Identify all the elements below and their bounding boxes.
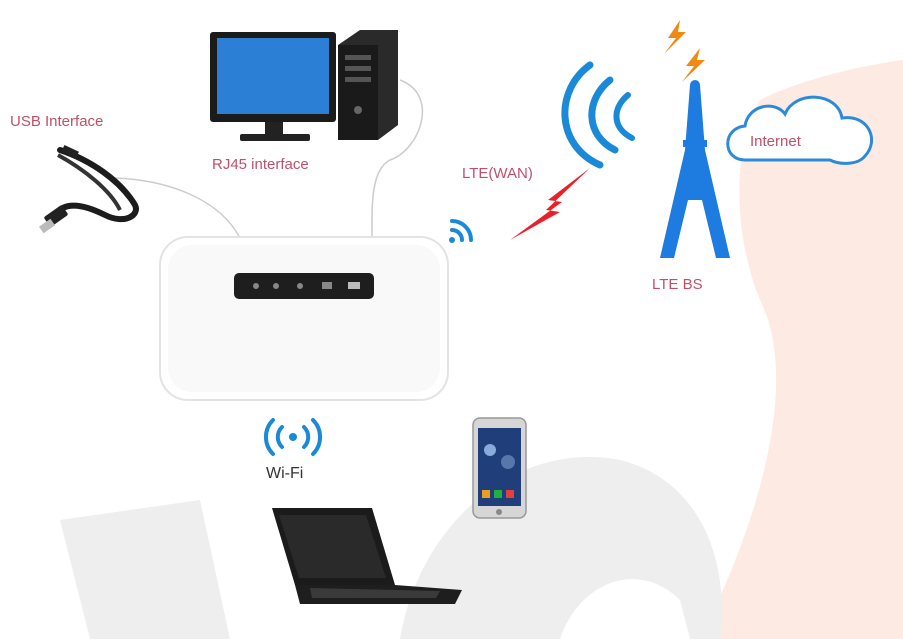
- smartphone-icon: [472, 417, 527, 519]
- cloud-icon: [726, 95, 873, 165]
- laptop-icon: [272, 508, 462, 604]
- lte-wan-label: LTE(WAN): [462, 165, 533, 182]
- signal-waves-icon: [561, 61, 635, 169]
- usb-interface-label: USB Interface: [10, 113, 104, 130]
- connection-lines: [114, 79, 424, 239]
- lte-bs-label: LTE BS: [652, 276, 703, 293]
- internet-label: Internet: [750, 133, 801, 150]
- cell-tower-icon: [660, 20, 730, 258]
- desktop-computer-icon: [210, 30, 398, 141]
- mobile-router-icon: [159, 236, 449, 401]
- watermark: [60, 60, 903, 639]
- rj45-interface-label: RJ45 interface: [212, 156, 309, 173]
- wifi-label: Wi-Fi: [266, 465, 304, 482]
- usb-cable-icon: [38, 144, 139, 234]
- lightning-icon: [510, 168, 590, 240]
- router-signal-icon: [449, 219, 473, 243]
- wifi-icon: [263, 418, 323, 456]
